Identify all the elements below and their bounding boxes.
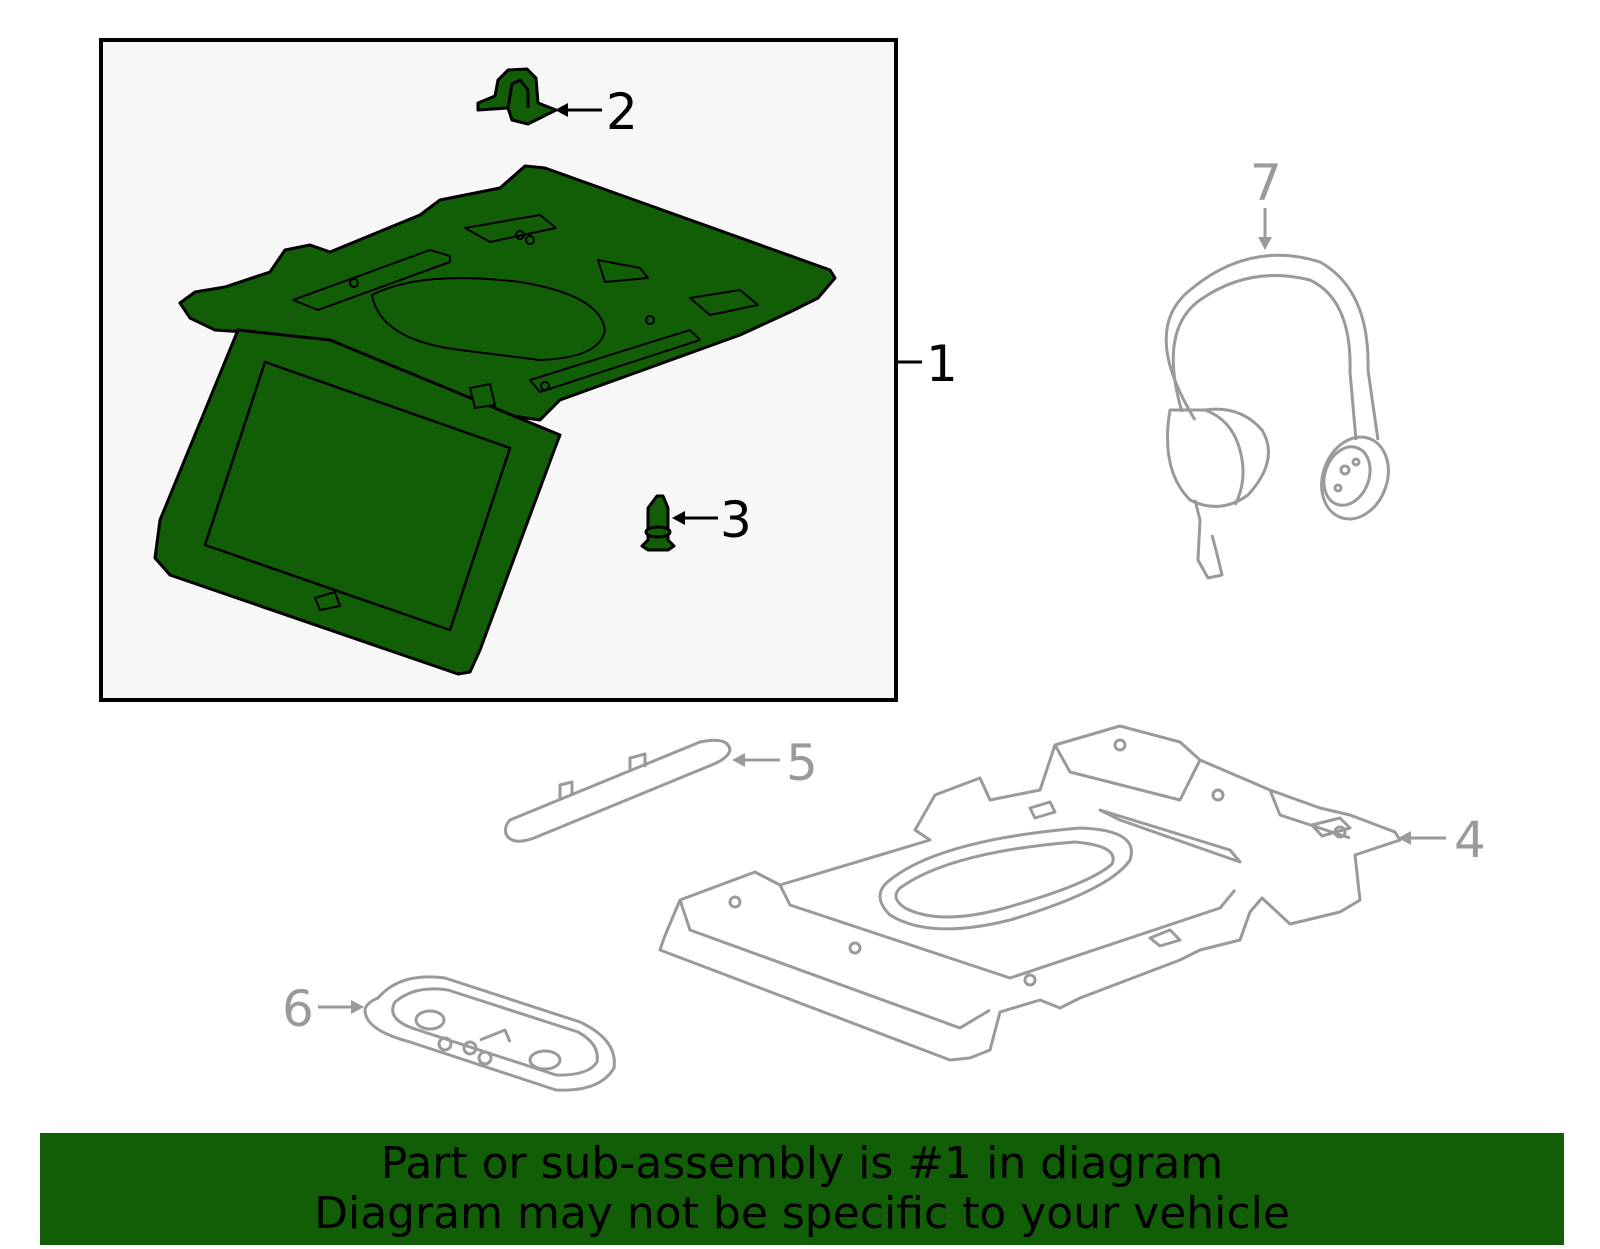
- info-banner-bg: [40, 1133, 1564, 1245]
- callout-4: 4: [1454, 811, 1486, 869]
- callout-arrow-7: [1258, 208, 1272, 250]
- banner-line-1: Part or sub-assembly is #1 in diagram: [380, 1138, 1224, 1189]
- banner-line-2: Diagram may not be specific to your vehi…: [314, 1188, 1290, 1239]
- part-6-dome-lamp[interactable]: [363, 975, 616, 1092]
- part-1-overhead-display[interactable]: [153, 164, 837, 676]
- callout-arrow-5: [732, 753, 780, 767]
- callout-6: 6: [282, 980, 314, 1038]
- callout-3: 3: [720, 491, 752, 549]
- part-4-mounting-bracket[interactable]: [658, 724, 1402, 1062]
- callout-2: 2: [606, 83, 638, 141]
- info-banner: Part or sub-assembly is #1 in diagram Di…: [40, 1133, 1564, 1245]
- callout-arrow-3: [672, 511, 718, 525]
- callout-arrow-4: [1398, 831, 1446, 845]
- callout-arrow-2: [555, 103, 602, 117]
- callout-arrow-6: [318, 1000, 364, 1014]
- part-3-fastener[interactable]: [640, 494, 676, 552]
- part-5-trim-strip[interactable]: [504, 738, 732, 843]
- callout-1: 1: [926, 335, 958, 393]
- callout-5: 5: [786, 734, 818, 792]
- part-7-headphones[interactable]: [1164, 253, 1399, 580]
- part-2-clip[interactable]: [476, 67, 558, 126]
- callout-7: 7: [1250, 154, 1282, 212]
